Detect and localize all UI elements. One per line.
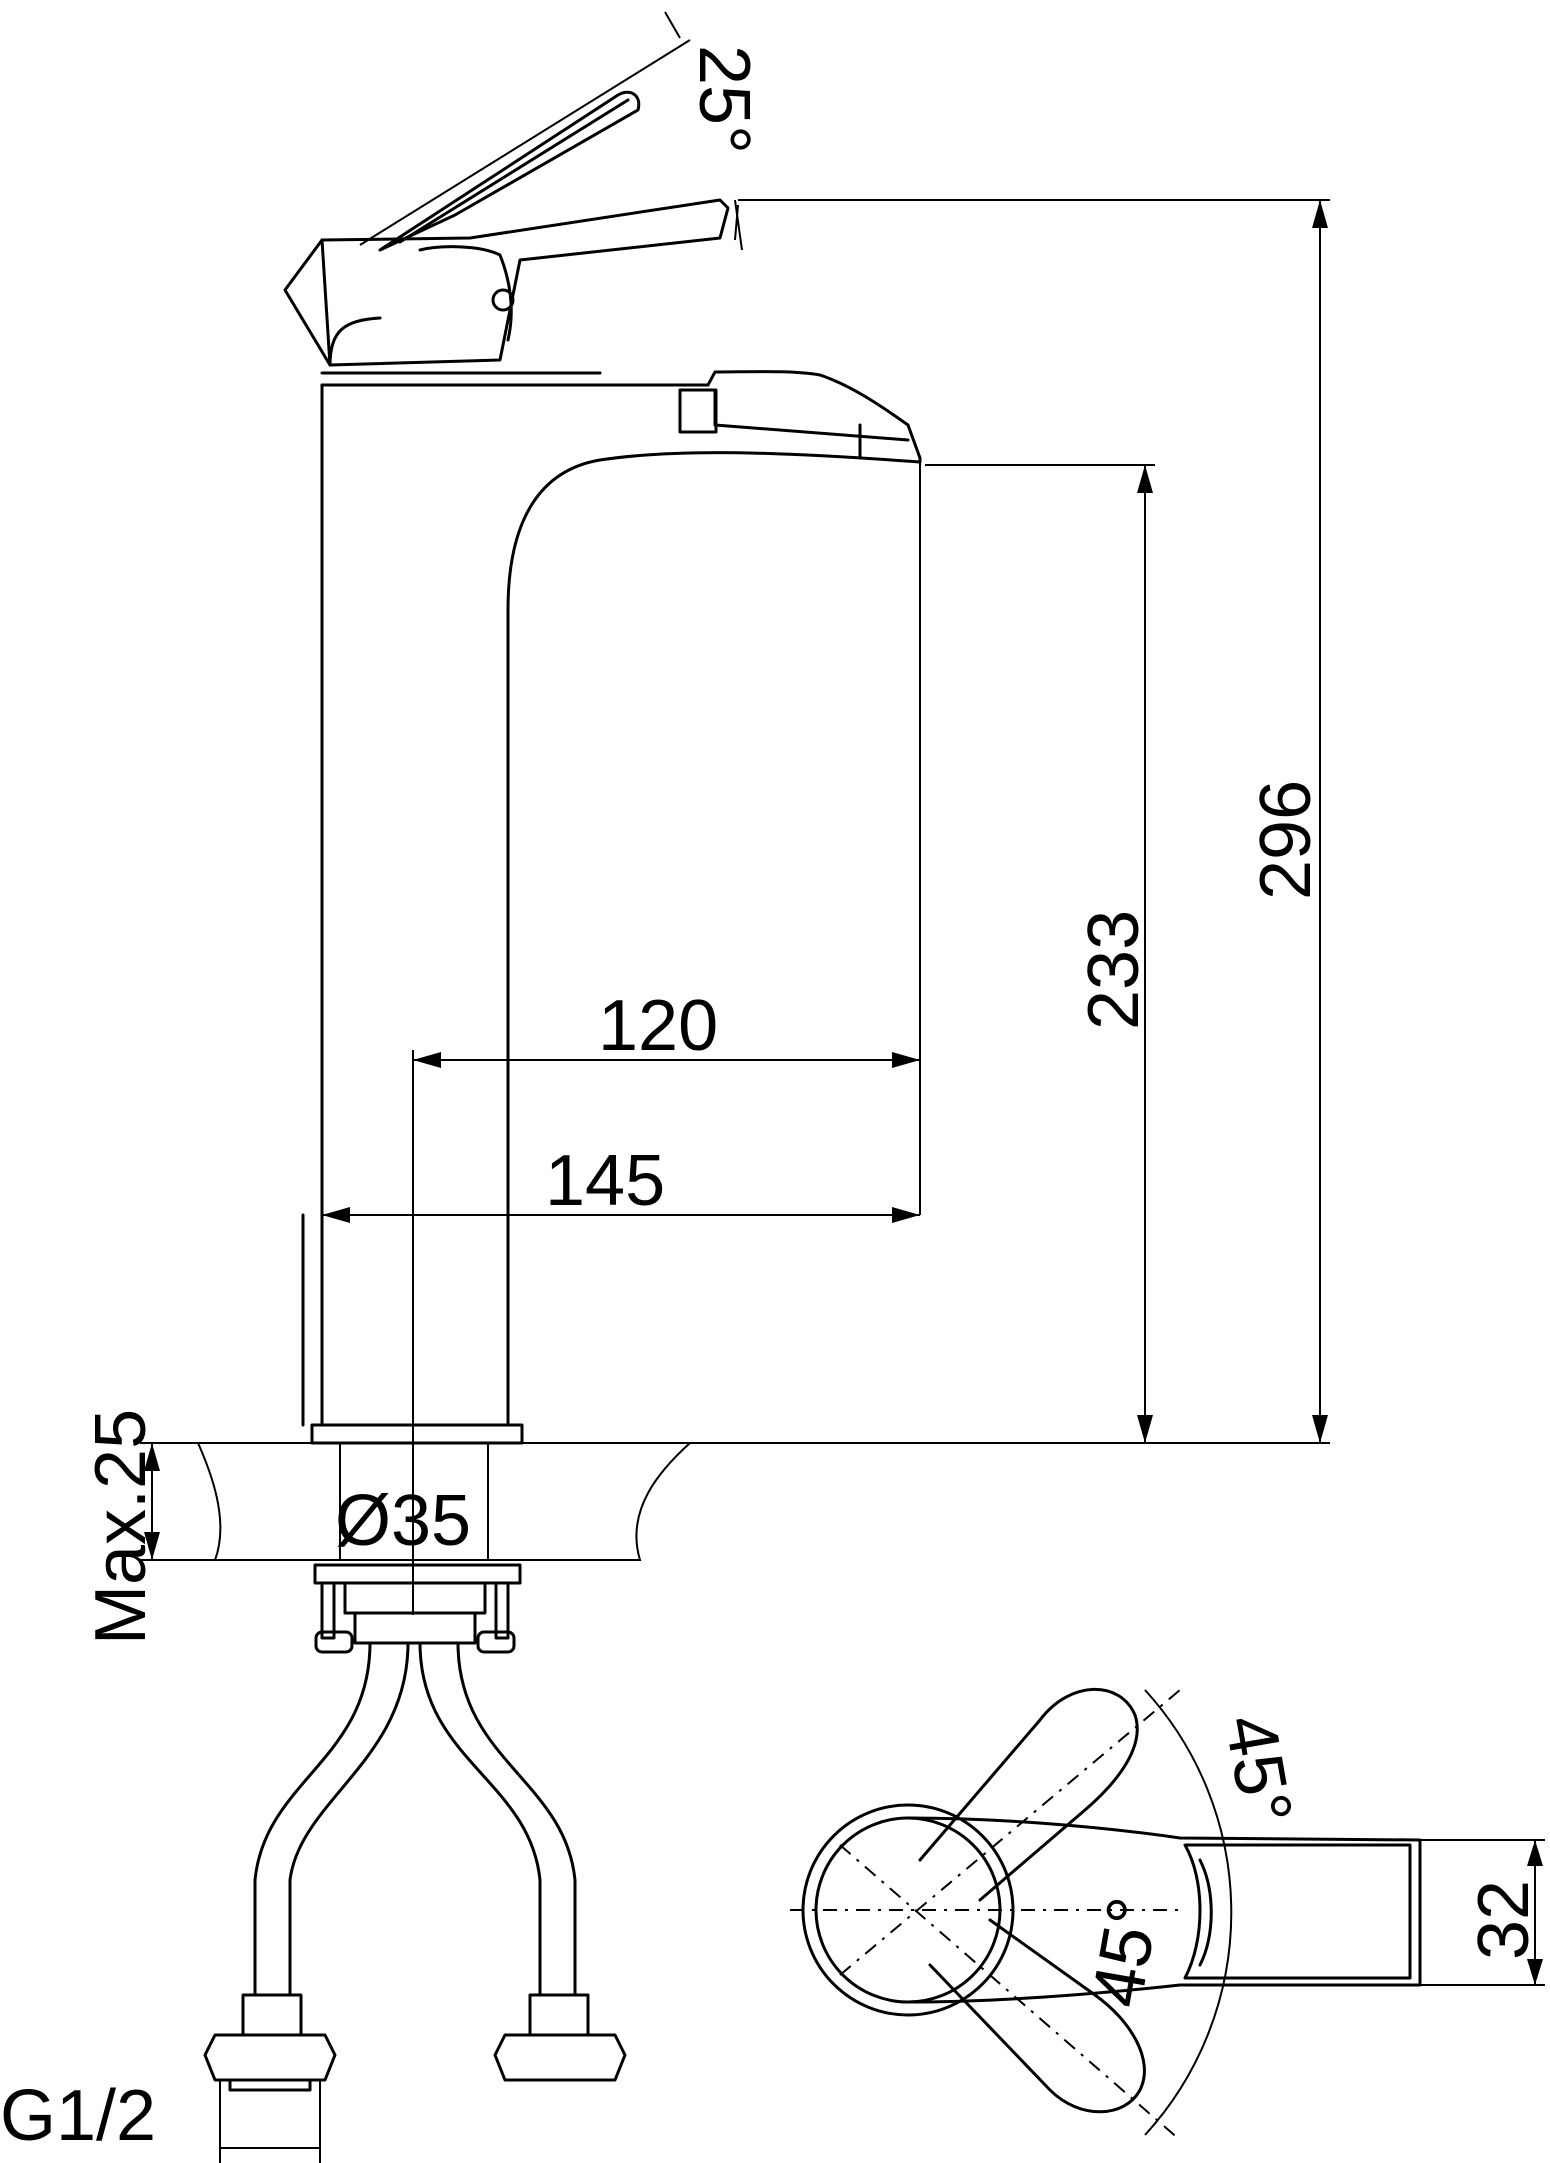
flexible-hose-left <box>203 1641 410 2092</box>
reach-total-label: 145 <box>545 1141 665 1221</box>
dimension-reach-total: 145 <box>322 1141 920 1223</box>
dimension-max-thickness: Max.25 <box>81 1409 161 1645</box>
hole-diameter-label: Ø35 <box>335 1481 471 1561</box>
total-height-label: 296 <box>1246 780 1326 900</box>
angle-label-25: 25° <box>684 45 764 154</box>
rotation-label-upper: 45° <box>1209 1709 1307 1830</box>
spout-width-label: 32 <box>1464 1880 1544 1960</box>
thread-label: G1/2 <box>0 2076 156 2156</box>
faucet-body-side-view <box>301 370 922 1445</box>
angle-dimension-25: 25° <box>359 11 764 251</box>
dimension-reach-axis: 120 <box>413 462 921 1215</box>
rotation-label-lower: 45° <box>1077 1892 1175 2013</box>
dimension-total-height: 296 <box>738 199 1330 1443</box>
flexible-hose-right <box>418 1641 627 2082</box>
mounting-hardware <box>313 1563 522 1654</box>
handle-lowered <box>283 198 730 367</box>
countertop-section <box>140 1442 1330 1561</box>
dimension-spout-width: 32 <box>1420 1839 1545 1986</box>
handle-raised <box>378 90 641 252</box>
reach-axis-label: 120 <box>598 986 718 1066</box>
spout-height-label: 233 <box>1074 910 1154 1030</box>
faucet-top-view <box>790 1687 1422 2141</box>
dimension-thread: G1/2 <box>0 2076 321 2163</box>
max-thickness-label: Max.25 <box>81 1409 161 1645</box>
dimension-spout-height: 233 <box>925 464 1155 1443</box>
